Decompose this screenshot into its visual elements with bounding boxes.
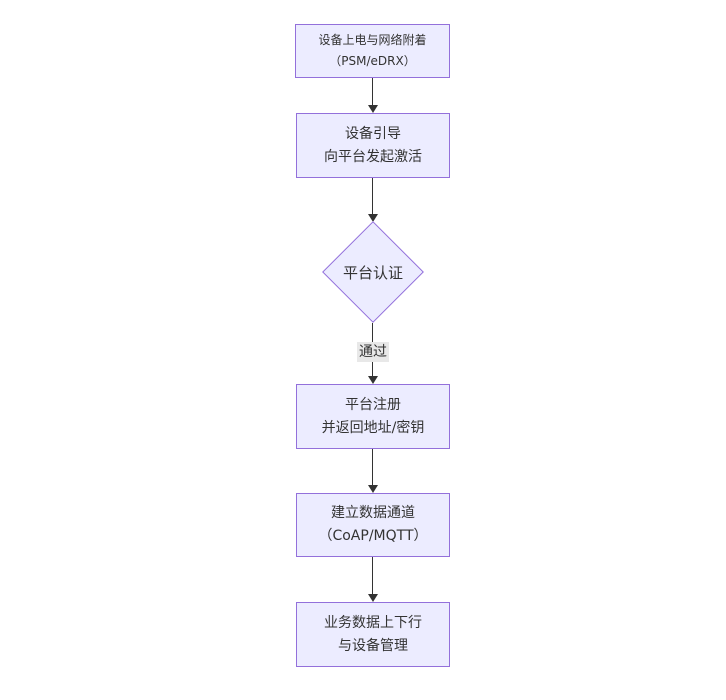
arrowhead-down-icon bbox=[368, 376, 378, 384]
node-label-line: 设备引导 bbox=[345, 125, 401, 142]
arrowhead-down-icon bbox=[368, 594, 378, 602]
node-label-line: 设备上电与网络附着 bbox=[318, 33, 427, 47]
node-label-line: 建立数据通道 bbox=[331, 505, 415, 521]
edge-a-b bbox=[372, 78, 373, 106]
arrowhead-down-icon bbox=[368, 485, 378, 493]
arrowhead-down-icon bbox=[368, 105, 378, 113]
node-label-line: 并返回地址/密钥 bbox=[321, 419, 425, 436]
node-label-line: （CoAP/MQTT） bbox=[318, 528, 428, 544]
node-power-network-attach: 设备上电与网络附着 （PSM/eDRX） bbox=[295, 24, 450, 78]
node-data-channel: 建立数据通道 （CoAP/MQTT） bbox=[296, 493, 450, 557]
edge-label-pass: 通过 bbox=[357, 342, 389, 362]
node-label-line: 向平台发起激活 bbox=[324, 148, 422, 165]
node-label-line: 平台认证 bbox=[342, 263, 403, 282]
arrowhead-down-icon bbox=[368, 214, 378, 222]
decision-platform-auth: 平台认证 bbox=[322, 221, 424, 323]
edge-e-f bbox=[372, 557, 373, 595]
node-label-line: 业务数据上下行 bbox=[324, 614, 422, 631]
node-business-data-management: 业务数据上下行 与设备管理 bbox=[296, 602, 450, 667]
node-label-line: 平台注册 bbox=[345, 396, 401, 413]
edge-b-c bbox=[372, 178, 373, 215]
node-device-bootstrap: 设备引导 向平台发起激活 bbox=[296, 113, 450, 178]
node-platform-register: 平台注册 并返回地址/密钥 bbox=[296, 384, 450, 449]
edge-d-e bbox=[372, 449, 373, 486]
node-label-line: 与设备管理 bbox=[338, 637, 408, 654]
node-label-line: （PSM/eDRX） bbox=[329, 54, 416, 68]
